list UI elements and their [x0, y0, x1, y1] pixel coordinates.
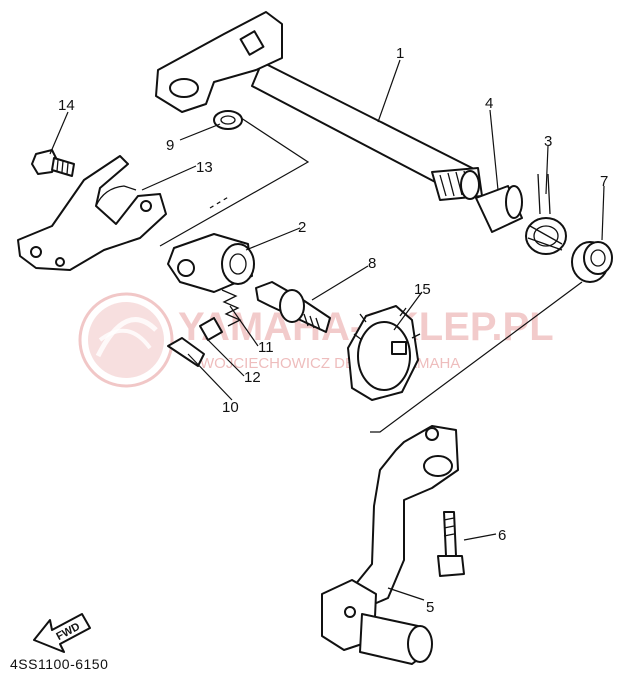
callout-9: 9 — [166, 137, 174, 154]
assembly-lines — [159, 111, 583, 433]
collar — [475, 185, 523, 233]
oil-seal — [571, 241, 613, 283]
callout-12: 12 — [244, 369, 261, 386]
forward-direction-arrow-icon: FWD — [33, 613, 91, 653]
bolt-14 — [31, 149, 75, 177]
cam-stopper — [167, 233, 255, 293]
callout-labels: 1 2 3 4 5 6 7 8 9 10 11 12 13 14 15 — [58, 45, 608, 616]
callout-4: 4 — [485, 95, 493, 112]
callout-14: 14 — [58, 97, 75, 114]
pin — [199, 317, 223, 341]
callout-1: 1 — [396, 45, 404, 62]
callout-11: 11 — [258, 339, 274, 356]
callout-2: 2 — [298, 219, 306, 236]
callout-15: 15 — [414, 281, 431, 298]
stopper-bolt — [255, 281, 331, 333]
drum-segment — [347, 305, 421, 401]
watermark-logo-icon — [78, 292, 174, 388]
callout-5: 5 — [426, 599, 434, 616]
shift-guide — [17, 155, 167, 271]
shift-pawl — [167, 337, 205, 367]
callout-8: 8 — [368, 255, 376, 272]
watermark-subtitle: WOJCIECHOWICZ DEALER YAMAHA — [200, 355, 460, 372]
bolt-6 — [437, 511, 465, 577]
callout-6: 6 — [498, 527, 506, 544]
shift-pedal — [321, 425, 459, 665]
diagram-code: 4SS1100-6150 — [10, 656, 108, 672]
watermark: YAMAHA-SKLEP.PL WOJCIECHOWICZ DEALER YAM… — [78, 292, 554, 388]
leader-lines — [49, 59, 605, 601]
torsion-spring — [525, 173, 567, 255]
shift-shaft — [155, 11, 483, 201]
circlip — [213, 110, 243, 130]
callout-7: 7 — [600, 173, 608, 190]
callout-10: 10 — [222, 399, 239, 416]
callout-3: 3 — [544, 133, 552, 150]
callout-13: 13 — [196, 159, 213, 176]
